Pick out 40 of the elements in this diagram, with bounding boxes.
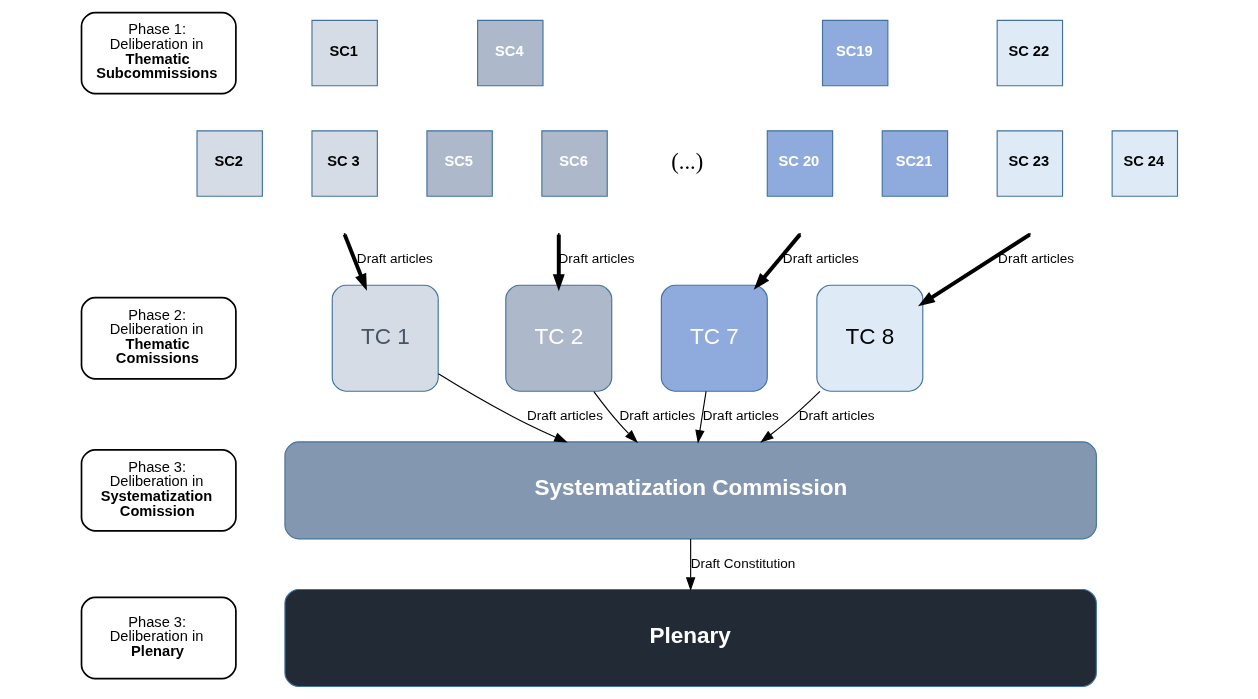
arrow [685,538,695,591]
node-box: SC1 [310,19,378,87]
node-box: SC 20 [766,130,833,197]
node-box: TC 2 [504,284,612,392]
node-box: SC 3 [310,130,378,197]
node-box: SC5 [425,130,493,197]
arrow [592,391,638,444]
edge-label: Draft articles [618,408,695,424]
node-box: Phase 3: Deliberation in Plenary [80,596,237,680]
arrow [342,233,367,291]
label: (...) [670,149,703,175]
arrow [552,234,565,292]
node-box: Phase 3: Deliberation in Systematization Comission [80,448,237,532]
node-box: SC19 [821,19,888,87]
edge-label: Draft articles [997,251,1074,267]
node-box: SC 24 [1111,130,1178,197]
node-box: SC4 [476,19,544,87]
node-box: TC 1 [331,284,439,392]
node-box: SC21 [881,130,948,197]
node-box: SC 22 [996,19,1063,87]
node-box: Plenary [283,589,1097,688]
arrow [753,233,801,290]
node-box: SC6 [540,130,608,197]
arrow [694,390,707,444]
edge-label: Draft articles [782,251,859,267]
node-box: SC 23 [996,130,1063,197]
node-box: Systematization Commission [283,441,1097,540]
node-box: SC2 [195,130,263,197]
node-box: Phase 2: Deliberation in Thematic Comissions [80,296,237,380]
node-box: TC 7 [660,284,768,392]
edge-label: Draft articles [526,408,603,424]
node-box: TC 8 [815,284,923,392]
edge-label: Draft articles [702,408,779,424]
arrow [917,232,1031,307]
edge-label: Draft Constitution [690,555,795,571]
arrow [759,390,821,443]
node-box: Phase 1: Deliberation in Thematic Subcommissions [80,11,237,95]
arrow [437,373,568,443]
edge-label: Draft articles [356,251,433,267]
edge-label: Draft articles [798,408,875,424]
